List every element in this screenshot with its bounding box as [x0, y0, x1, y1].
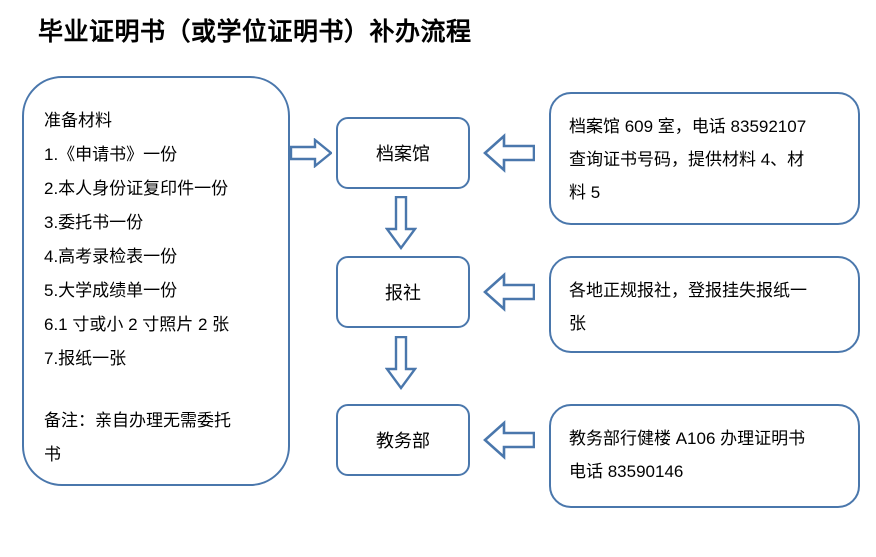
stage-label-archive: 档案馆	[376, 144, 430, 164]
materials-item-7: 7.报纸一张	[44, 349, 127, 368]
detail-archive-line-1: 档案馆 609 室，电话 83592107	[569, 117, 807, 136]
stage-label-press: 报社	[385, 283, 421, 303]
stage-box-academic[interactable]: 教务部	[336, 404, 470, 476]
materials-item-4: 4.高考录检表一份	[44, 247, 178, 266]
detail-academic-line-1: 教务部行健楼 A106 办理证明书	[569, 429, 806, 448]
stage-box-archive[interactable]: 档案馆	[336, 117, 470, 189]
materials-item-2: 2.本人身份证复印件一份	[44, 179, 229, 198]
detail-press-line-2: 张	[569, 314, 586, 333]
arrow-down-icon	[385, 336, 417, 390]
materials-item-6: 6.1 寸或小 2 寸照片 2 张	[44, 315, 230, 334]
detail-panel-academic: 教务部行健楼 A106 办理证明书 电话 83590146	[549, 404, 860, 508]
arrow-down-icon	[385, 196, 417, 250]
materials-panel: 准备材料 1.《申请书》一份 2.本人身份证复印件一份 3.委托书一份 4.高考…	[22, 76, 290, 486]
stage-label-academic: 教务部	[376, 431, 430, 451]
arrow-left-icon	[483, 420, 535, 460]
page-title: 毕业证明书（或学位证明书）补办流程	[38, 18, 472, 46]
arrow-right-icon	[290, 138, 332, 168]
detail-archive-line-3: 料 5	[569, 183, 601, 202]
detail-panel-press: 各地正规报社，登报挂失报纸一 张	[549, 256, 860, 353]
detail-press-line-1: 各地正规报社，登报挂失报纸一	[569, 281, 807, 300]
materials-note-line-1: 备注：亲自办理无需委托	[44, 411, 231, 430]
detail-panel-archive: 档案馆 609 室，电话 83592107 查询证书号码，提供材料 4、材 料 …	[549, 92, 860, 225]
detail-archive-line-2: 查询证书号码，提供材料 4、材	[569, 150, 805, 169]
arrow-left-icon	[483, 272, 535, 312]
materials-note-line-2: 书	[44, 445, 61, 464]
materials-item-3: 3.委托书一份	[44, 213, 144, 232]
materials-heading: 准备材料	[44, 111, 112, 130]
materials-spacer	[44, 376, 270, 404]
detail-academic-line-2: 电话 83590146	[569, 462, 684, 481]
materials-item-5: 5.大学成绩单一份	[44, 281, 178, 300]
arrow-left-icon	[483, 133, 535, 173]
stage-box-press[interactable]: 报社	[336, 256, 470, 328]
materials-item-1: 1.《申请书》一份	[44, 145, 178, 164]
